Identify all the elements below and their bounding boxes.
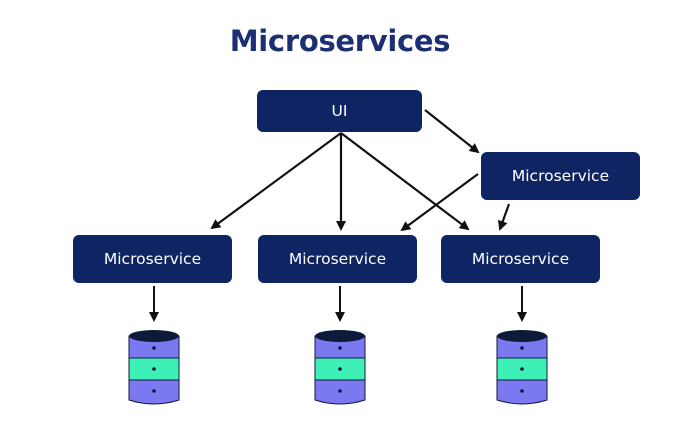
ui-node-label: UI	[331, 102, 348, 120]
arrow-right-ms-to-center-ms	[400, 173, 479, 232]
database-icon	[314, 330, 366, 405]
database-icon	[128, 330, 180, 405]
microservice-label: Microservice	[288, 250, 387, 268]
microservice-label: Microservice	[471, 250, 570, 268]
microservice-node-center[interactable]: Microservice	[258, 235, 417, 283]
microservice-label: Microservice	[511, 167, 610, 185]
arrow-ui-to-right-microservice	[424, 109, 480, 154]
diagram-title: Microservices	[229, 24, 451, 58]
microservice-node-bottom-right[interactable]: Microservice	[441, 235, 600, 283]
arrow-ui-to-bottom-right-microservice	[340, 132, 470, 231]
database-icon	[496, 330, 548, 405]
microservice-node-right[interactable]: Microservice	[481, 152, 640, 200]
microservice-node-left[interactable]: Microservice	[73, 235, 232, 283]
arrow-right-ms-to-bottom-right-ms	[498, 203, 511, 231]
microservice-label: Microservice	[103, 250, 202, 268]
arrow-ui-to-left-microservice	[210, 132, 342, 230]
ui-node[interactable]: UI	[257, 90, 422, 132]
